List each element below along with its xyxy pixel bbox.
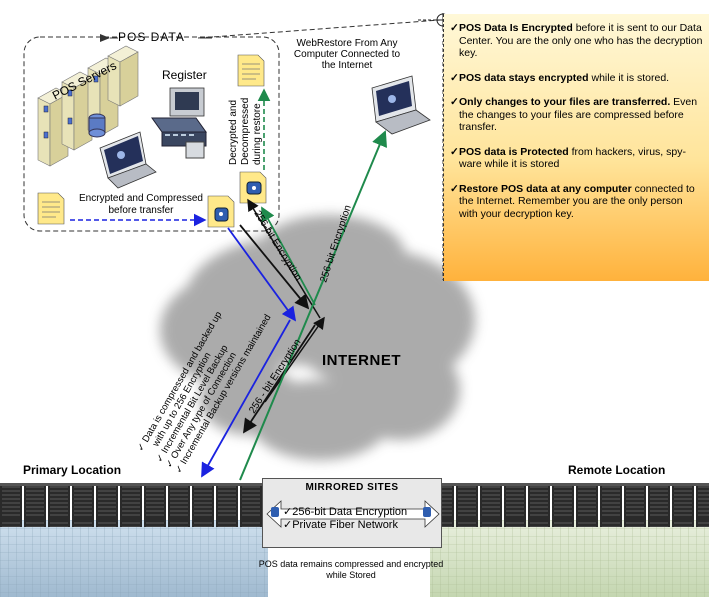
benefit-bold: Only changes to your files are transferr… bbox=[459, 96, 671, 108]
pos-data-link bbox=[100, 19, 441, 42]
benefit-text: POS data is Protected from hackers, viru… bbox=[459, 146, 703, 171]
benefit-text: POS data stays encrypted while it is sto… bbox=[459, 72, 669, 85]
pos-data-title: POS DATA bbox=[118, 30, 185, 44]
padlock-icon bbox=[423, 507, 431, 517]
check-icon: ✓ bbox=[450, 71, 459, 84]
register-label: Register bbox=[162, 68, 207, 82]
benefit-bold: Restore POS data at any computer bbox=[459, 182, 632, 195]
primary-encryption-arrow bbox=[243, 324, 316, 434]
check-icon: ✓ bbox=[450, 182, 459, 195]
upload-to-primary-arrow bbox=[201, 319, 291, 478]
encryption-up-arrow bbox=[247, 198, 321, 319]
primary-location-label: Primary Location bbox=[23, 463, 122, 477]
mirror-arrows bbox=[266, 500, 440, 528]
benefit-rest: Even the changes to your files are compr… bbox=[459, 96, 698, 133]
benefit-bold: POS Data Is Encrypted bbox=[459, 22, 573, 34]
benefit-item: ✓ Restore POS data at any computer conne… bbox=[450, 183, 703, 221]
benefit-text: Only changes to your files are transferr… bbox=[459, 96, 703, 134]
benefit-rest: while it is stored. bbox=[588, 71, 670, 84]
remote-datacenter-icon bbox=[430, 483, 709, 597]
pos-data-box bbox=[23, 36, 280, 232]
benefit-text: POS Data Is Encrypted before it is sent … bbox=[459, 22, 703, 60]
upload-to-cloud-arrow bbox=[227, 227, 297, 322]
stored-note: POS data remains compressed and encrypte… bbox=[258, 559, 444, 580]
decrypted-line-1: Decrypted and bbox=[228, 100, 239, 165]
decrypted-line-3: during restore bbox=[252, 103, 263, 165]
internet-label: INTERNET bbox=[322, 352, 401, 369]
mirrored-sites-box: MIRRORED SITES ✓256-bit Data Encryption … bbox=[262, 478, 442, 548]
cash-register-icon bbox=[151, 87, 207, 159]
benefit-item: ✓ POS data is Protected from hackers, vi… bbox=[450, 146, 703, 171]
primary-datacenter-icon bbox=[0, 483, 268, 597]
benefit-rest: before it is sent to our Data Center. Yo… bbox=[459, 22, 703, 59]
pos-servers-icon bbox=[37, 45, 139, 167]
restored-document-icon bbox=[237, 54, 265, 87]
benefit-bold: POS data stays encrypted bbox=[459, 71, 589, 84]
webrestore-label: WebRestore From Any Computer Connected t… bbox=[293, 38, 401, 71]
benefit-item: ✓ POS data stays encrypted while it is s… bbox=[450, 72, 703, 85]
mirrored-sites-title: MIRRORED SITES bbox=[305, 482, 399, 493]
document-icon bbox=[37, 192, 65, 225]
check-icon: ✓ bbox=[450, 22, 459, 34]
decrypted-label: Decrypted and Decompressed during restor… bbox=[228, 95, 263, 165]
restore-to-laptop-arrow bbox=[239, 130, 387, 481]
benefit-text: Restore POS data at any computer connect… bbox=[459, 183, 703, 221]
mirrored-line-1: ✓256-bit Data Encryption bbox=[283, 506, 408, 518]
benefit-rest: connected to the Internet. Remember you … bbox=[459, 182, 695, 220]
encryption-down-arrow bbox=[239, 224, 310, 310]
mirrored-line-2: ✓Private Fiber Network bbox=[283, 519, 398, 531]
pos-laptop-icon bbox=[99, 131, 157, 189]
decrypted-line-2: Decompressed bbox=[240, 98, 251, 165]
restore-to-box-arrow bbox=[261, 206, 316, 306]
decrypted-document-icon bbox=[239, 171, 267, 204]
internet-cloud-icon bbox=[160, 215, 475, 460]
check-icon: ✓ bbox=[450, 145, 459, 158]
encrypted-compressed-label: Encrypted and Compressed before transfer bbox=[79, 193, 203, 216]
primary-encryption-arrow-back bbox=[264, 316, 325, 403]
remote-location-label: Remote Location bbox=[568, 463, 666, 477]
webrestore-laptop-icon bbox=[371, 75, 431, 135]
check-icon: ✓ bbox=[450, 96, 459, 108]
benefit-item: ✓ Only changes to your files are transfe… bbox=[450, 96, 703, 134]
padlock-icon bbox=[271, 507, 279, 517]
benefits-panel: ✓ POS Data Is Encrypted before it is sen… bbox=[443, 14, 709, 281]
encrypted-document-icon bbox=[207, 195, 235, 228]
benefit-bold: POS data is Protected bbox=[459, 145, 569, 158]
benefit-rest: from hackers, virus, spy-ware while it i… bbox=[459, 145, 686, 171]
benefit-item: ✓ POS Data Is Encrypted before it is sen… bbox=[450, 22, 703, 60]
